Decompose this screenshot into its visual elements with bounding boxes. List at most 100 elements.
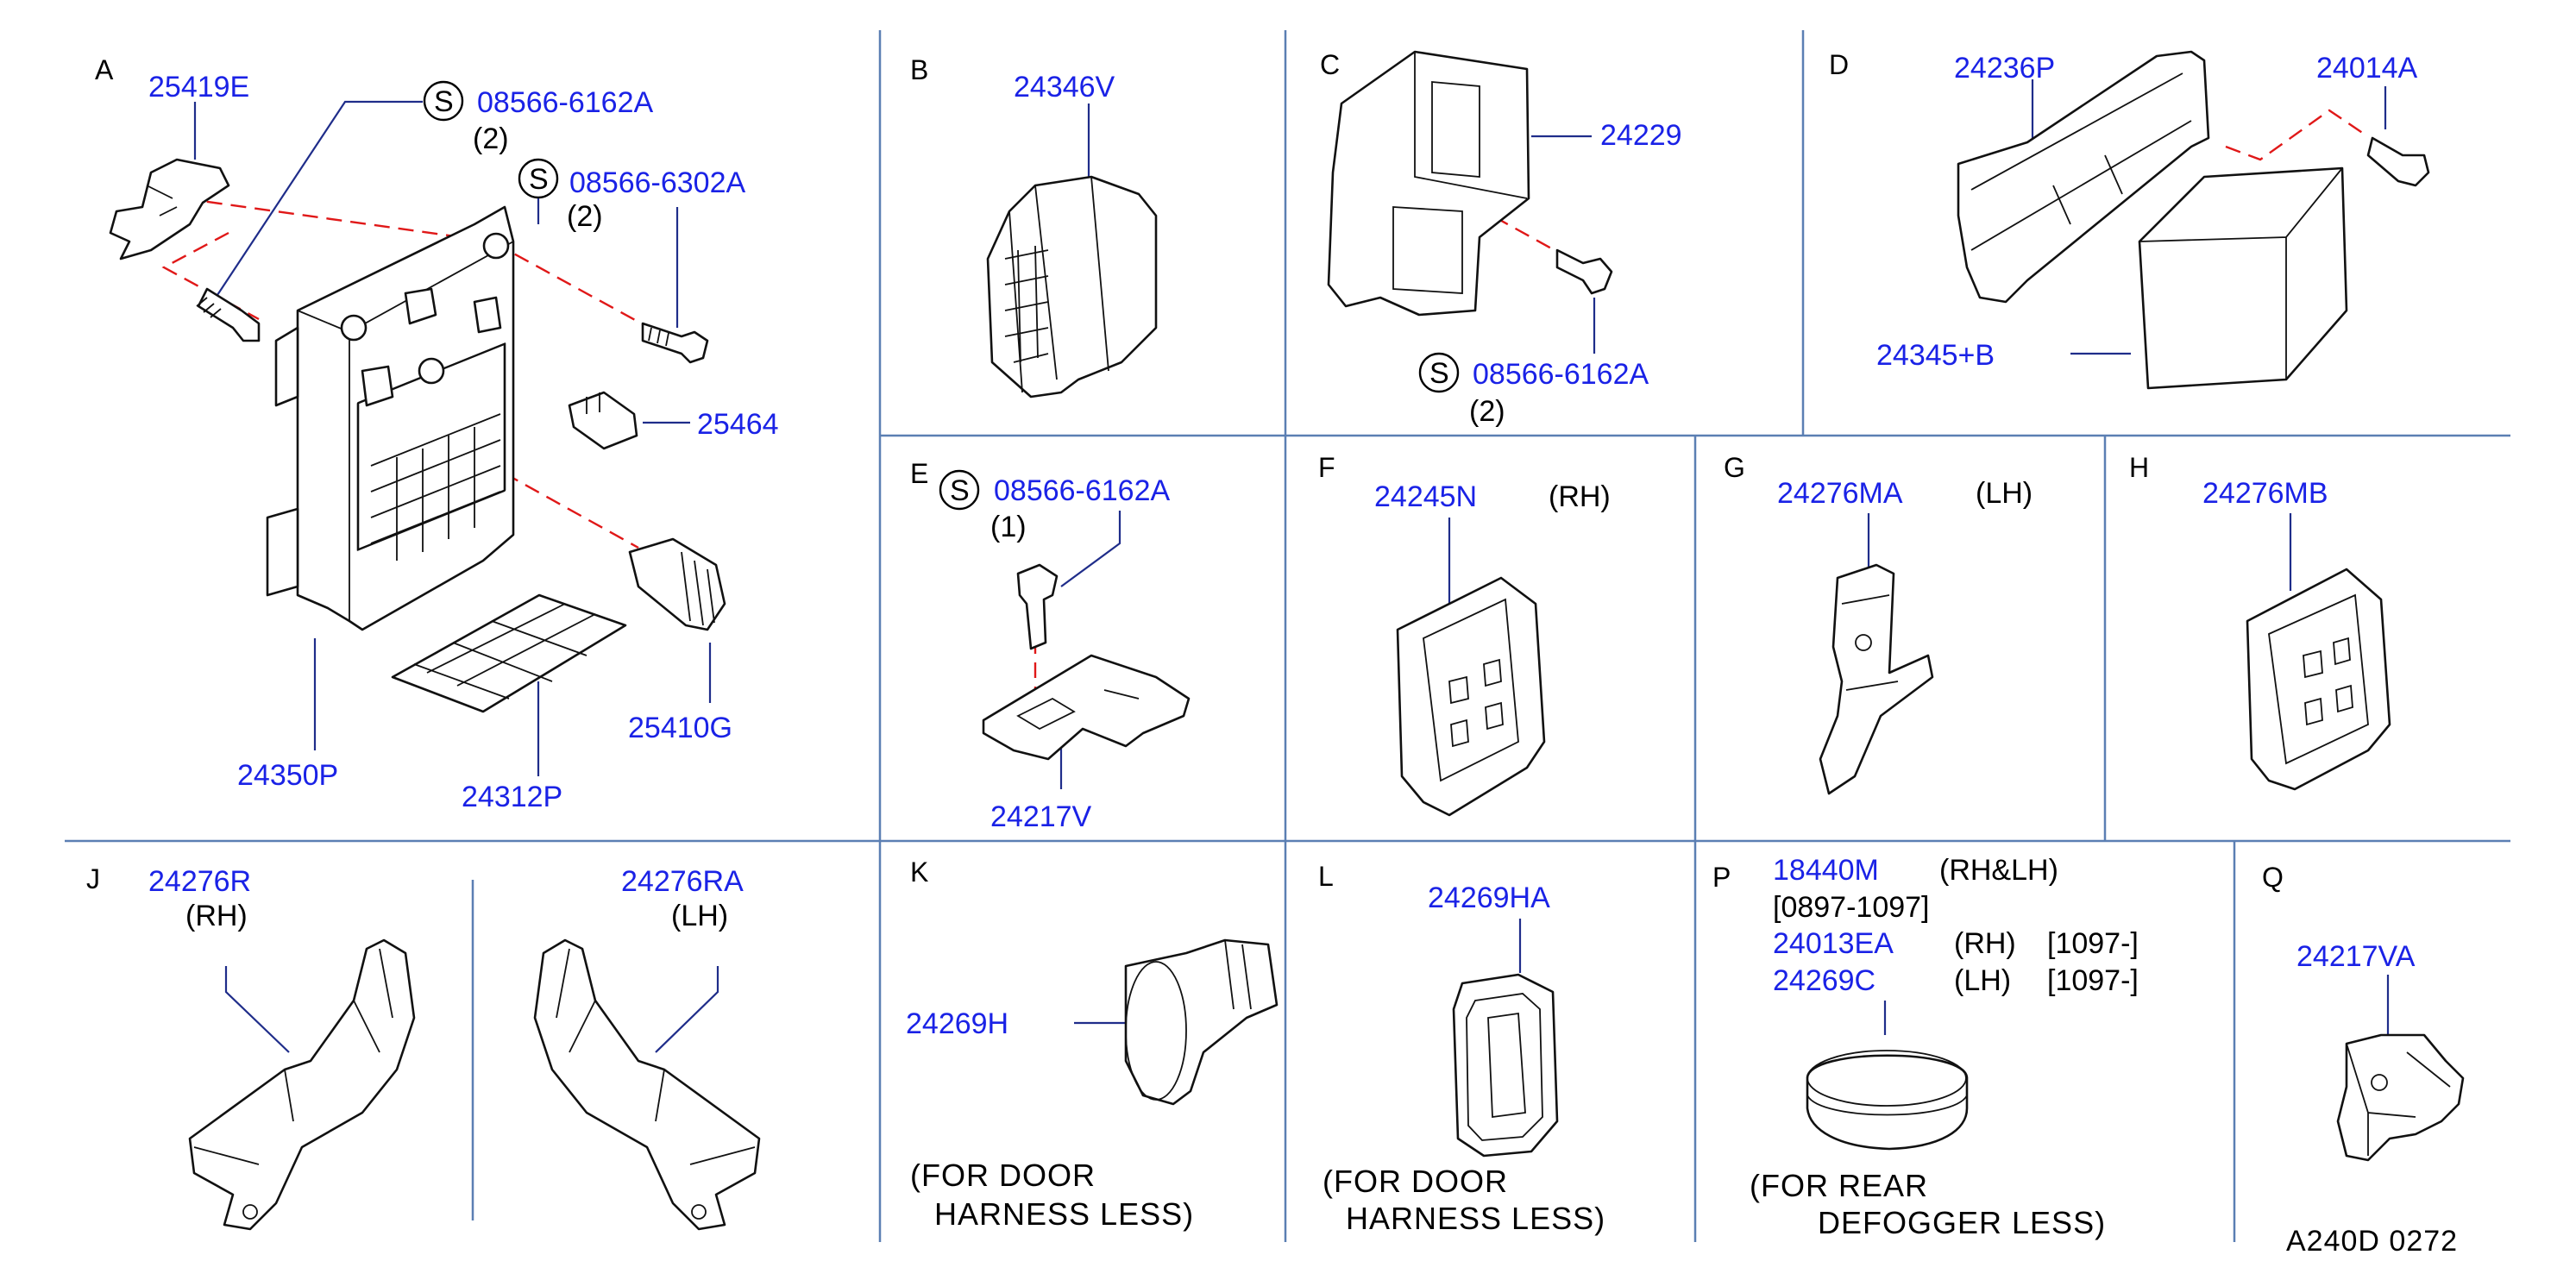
part-label-08566-6162a: 08566-6162A [1473, 358, 1649, 391]
section-letter-a: A [95, 54, 114, 85]
section-d: D 24236P 24014A 24345+B [1829, 49, 2430, 390]
note-line-2: HARNESS LESS) [1346, 1201, 1605, 1236]
fuse-25464-drawing [568, 391, 638, 450]
diagram-code: A240D 0272 [2286, 1225, 2458, 1258]
section-c: C 24229 S 08566-6162A (2) [1320, 49, 1682, 428]
standard-part-mark: S [529, 163, 549, 196]
bracket-24276ra-drawing [533, 938, 761, 1231]
side-label: (LH) [1976, 477, 2033, 510]
quantity-label: (2) [567, 200, 603, 233]
clip-24217v-drawing [982, 654, 1191, 761]
section-letter-f: F [1318, 452, 1335, 483]
section-letter-e: E [910, 458, 928, 489]
part-label-24276ma: 24276MA [1777, 477, 1903, 510]
section-grid [65, 30, 2510, 1242]
section-letter-q: Q [2262, 862, 2284, 893]
part-label-08566-6302a: 08566-6302A [569, 166, 746, 199]
section-letter-b: B [910, 54, 928, 85]
standard-part-circle [939, 469, 980, 511]
section-letter-k: K [910, 856, 928, 888]
part-label-24312p: 24312P [462, 781, 562, 813]
note-line-1: (FOR DOOR [1323, 1164, 1508, 1199]
grommet-24269h-drawing [1124, 938, 1279, 1106]
section-letter-j: J [86, 863, 100, 894]
section-p: P 18440M (RH&LH) [0897-1097] 24013EA (RH… [1712, 854, 2139, 1240]
section-q: Q 24217VA A240D 0272 [2262, 862, 2465, 1258]
standard-part-circle [423, 80, 464, 122]
side-label: (LH) [671, 900, 728, 932]
cover-24312p-drawing [391, 593, 627, 713]
grommet-24276mb-drawing [2246, 568, 2391, 791]
part-label-24276ra: 24276RA [621, 865, 744, 898]
part-label-24013ea: 24013EA [1773, 927, 1894, 960]
section-e: E S 08566-6162A (1) 24217V [910, 458, 1191, 833]
module-24345b-drawing [2138, 166, 2348, 390]
part-label-08566-6162a: 08566-6162A [477, 86, 654, 119]
section-k: K 24269H (FOR DOOR HARNESS LESS) [906, 856, 1279, 1232]
section-letter-h: H [2129, 452, 2149, 483]
side-label: (RH) [185, 900, 248, 932]
part-label-24276r: 24276R [148, 865, 251, 898]
standard-part-circle [1418, 352, 1460, 393]
part-label-25419e: 25419E [148, 71, 249, 104]
section-letter-d: D [1829, 49, 1849, 80]
section-j: J 24276R (RH) 24276RA (LH) [86, 863, 761, 1231]
grommet-24269c-drawing [1806, 1054, 1969, 1151]
note-line-2: DEFOGGER LESS) [1818, 1205, 2106, 1240]
part-label-24269c: 24269C [1773, 964, 1875, 997]
date-range: [1097-] [2047, 964, 2139, 997]
date-range: [1097-] [2047, 927, 2139, 960]
bolt-drawing [2366, 136, 2430, 187]
section-letter-g: G [1724, 452, 1745, 483]
part-label-24276mb: 24276MB [2202, 477, 2328, 510]
part-label-24345b: 24345+B [1876, 339, 1995, 372]
grommet-24269ha-drawing [1452, 973, 1559, 1158]
screw-drawing [197, 287, 261, 342]
side-label: (RH&LH) [1939, 854, 2058, 887]
date-range: [0897-1097] [1773, 891, 1930, 924]
grommet-24245n-drawing [1396, 576, 1546, 817]
section-letter-c: C [1320, 49, 1340, 80]
connector-24346v-drawing [986, 175, 1158, 398]
part-label-24269ha: 24269HA [1428, 882, 1550, 914]
bracket-25419e-drawing [109, 158, 230, 260]
standard-part-circle [518, 158, 559, 199]
bolt-drawing [641, 322, 709, 364]
part-label-24236p: 24236P [1954, 52, 2055, 85]
standard-part-mark: S [950, 474, 970, 507]
side-label: (RH) [1549, 480, 1611, 513]
section-l: L 24269HA (FOR DOOR HARNESS LESS) [1318, 861, 1605, 1236]
bolt-drawing [1555, 248, 1613, 295]
quantity-label: (2) [1469, 395, 1505, 428]
connector-25410g-drawing [628, 537, 726, 631]
part-label-25410g: 25410G [628, 712, 732, 744]
part-label-24217v: 24217V [990, 800, 1092, 833]
part-label-18440m: 18440M [1773, 854, 1879, 887]
part-label-08566-6162a: 08566-6162A [994, 474, 1171, 507]
section-h: H 24276MB [2129, 452, 2391, 791]
side-label: (LH) [1954, 964, 2011, 997]
bracket-24276r-drawing [188, 938, 416, 1231]
part-label-25464: 25464 [697, 408, 779, 441]
part-label-24269h: 24269H [906, 1007, 1008, 1040]
screw-drawing [1016, 563, 1059, 650]
note-line-1: (FOR DOOR [910, 1158, 1096, 1193]
section-b: B 24346V [910, 54, 1158, 398]
part-label-24014a: 24014A [2316, 52, 2418, 85]
bracket-24276ma-drawing [1819, 563, 1934, 795]
standard-part-mark: S [434, 85, 454, 118]
section-g: G 24276MA (LH) [1724, 452, 2033, 795]
section-letter-l: L [1318, 861, 1334, 892]
side-label: (RH) [1954, 927, 2016, 960]
part-label-24350p: 24350P [237, 759, 338, 792]
quantity-label: (1) [990, 511, 1027, 543]
part-label-24245n: 24245N [1374, 480, 1477, 513]
standard-part-mark: S [1429, 357, 1449, 390]
note-line-1: (FOR REAR [1750, 1168, 1928, 1203]
section-f: F 24245N (RH) [1318, 452, 1611, 817]
clip-24217va-drawing [2336, 1033, 2465, 1162]
bracket-24229-drawing [1327, 50, 1530, 317]
section-a: A 25419E S 08566-6162A (2) S 08566-6302A… [95, 54, 779, 813]
section-letter-p: P [1712, 862, 1731, 893]
